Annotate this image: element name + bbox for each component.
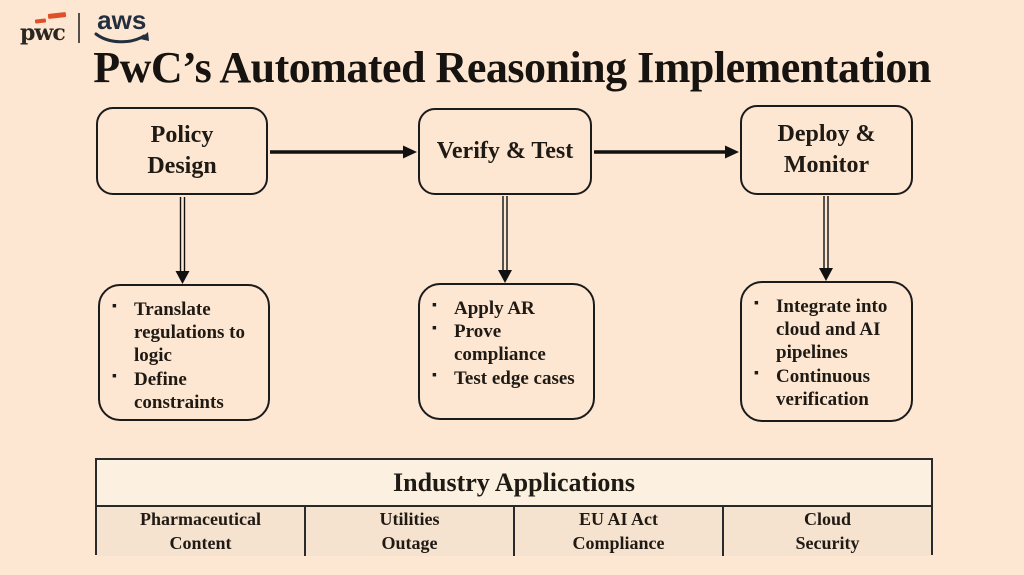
industry-applications-table: Industry Applications Pharmaceutical Con… (95, 458, 933, 556)
detail-item: Translate regulations to logic (106, 298, 262, 368)
logo-divider (77, 13, 80, 43)
detail-item: Define constraints (106, 368, 262, 414)
aws-logo-text: aws (97, 5, 147, 36)
industry-cell-eu-ai-act: EU AI Act Compliance (515, 507, 724, 556)
aws-smile-icon (94, 31, 149, 43)
detail-box-policy-design: Translate regulations to logic Define co… (98, 284, 270, 421)
detail-box-deploy-monitor: Integrate into cloud and AI pipelines Co… (740, 281, 913, 422)
detail-item: Integrate into cloud and AI pipelines (748, 295, 905, 365)
page-title: PwC’s Automated Reasoning Implementation (93, 43, 931, 92)
detail-list: Translate regulations to logic Define co… (106, 298, 262, 414)
arrow-verify-to-deploy (594, 145, 739, 159)
industry-table-row: Pharmaceutical Content Utilities Outage … (97, 507, 931, 556)
arrow-deploy-down (819, 196, 833, 281)
pwc-logo: pwc (20, 12, 67, 46)
stage-box-verify-test: Verify & Test (418, 108, 592, 195)
arrow-verify-down (498, 196, 512, 283)
arrow-policy-to-verify (270, 145, 417, 159)
stage-box-deploy-monitor: Deploy & Monitor (740, 105, 913, 195)
industry-cell-utilities: Utilities Outage (306, 507, 515, 556)
detail-box-verify-test: Apply AR Prove compliance Test edge case… (418, 283, 595, 420)
logo-bar: pwc aws (20, 5, 151, 48)
pwc-logo-text: pwc (20, 20, 66, 46)
detail-list: Apply AR Prove compliance Test edge case… (426, 297, 587, 390)
stage-box-policy-design: Policy Design (96, 107, 268, 195)
detail-item: Apply AR (426, 297, 587, 320)
industry-cell-pharmaceutical: Pharmaceutical Content (97, 507, 306, 556)
detail-item: Prove compliance (426, 320, 587, 366)
detail-list: Integrate into cloud and AI pipelines Co… (748, 295, 905, 411)
industry-cell-cloud-security: Cloud Security (795, 509, 860, 554)
pwc-logo-dash-icon (47, 12, 67, 19)
detail-item: Test edge cases (426, 367, 587, 390)
industry-table-header: Industry Applications (97, 460, 931, 507)
arrow-policy-down (175, 197, 190, 284)
detail-item: Continuous verification (748, 365, 905, 411)
aws-logo: aws (93, 5, 151, 46)
